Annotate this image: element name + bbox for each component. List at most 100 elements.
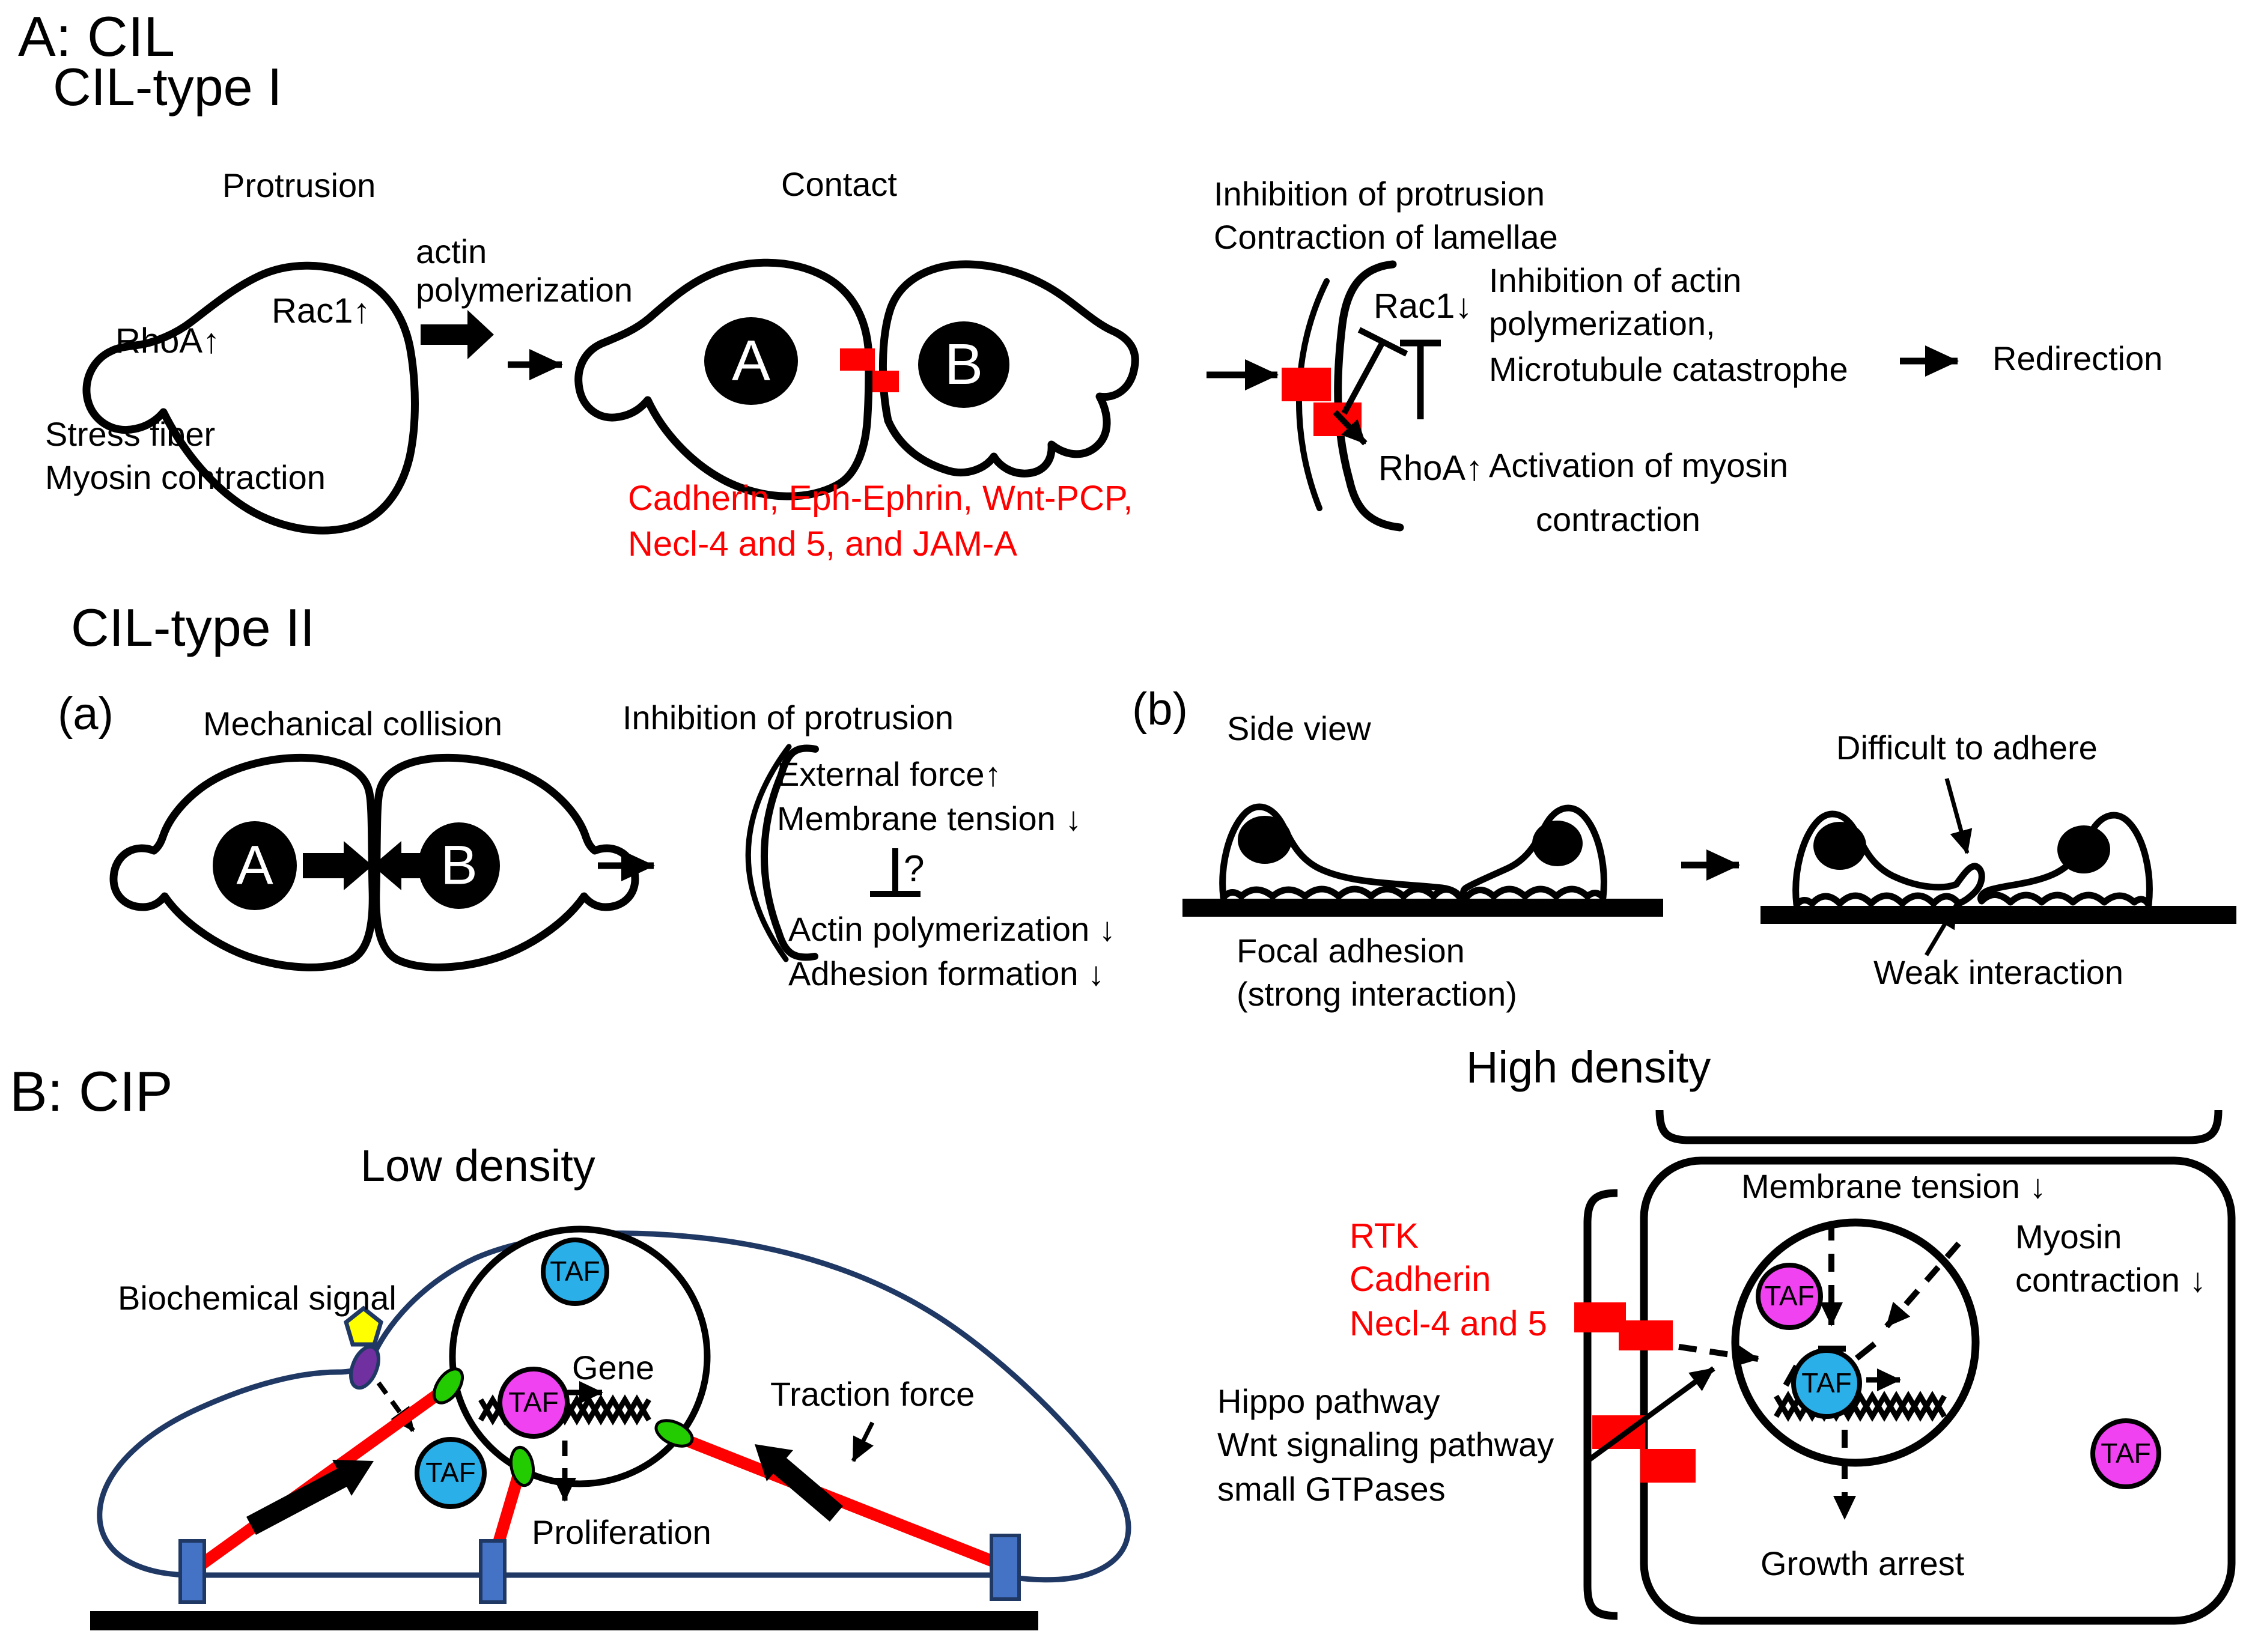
collision-arrow-right-icon [303, 841, 373, 890]
inhibition-protrusion2-label: Inhibition of protrusion [622, 699, 954, 736]
myosin-activation-line1: Activation of myosin [1489, 446, 1788, 484]
substrate-bar [1182, 899, 1663, 917]
membrane-tension-high-label: Membrane tension ↓ [1741, 1167, 2047, 1205]
inhibition-tbar-cap [1357, 327, 1408, 357]
actin-label-line1: actin [416, 232, 487, 270]
junction-red-square [840, 348, 875, 371]
panel-b-title: B: CIP [10, 1060, 173, 1123]
cell-a2-letter: A [236, 834, 273, 896]
necl-label: Necl-4 and 5 [1350, 1304, 1547, 1343]
taf-circle-magenta [498, 1367, 570, 1439]
cell-b2-letter: B [440, 834, 478, 896]
traction-pointer-arrow [851, 1421, 875, 1462]
adhesion-green-icon [509, 1445, 535, 1487]
cell-b-letter: B [944, 332, 984, 397]
side-view-label: Side view [1227, 709, 1371, 747]
receptors-list-line1: Cadherin, Eph-Ephrin, Wnt-PCP, [628, 479, 1133, 518]
gene-label: Gene [572, 1349, 654, 1386]
actin-inhibition-line3: Microtubule catastrophe [1489, 350, 1848, 388]
sideview-nucleus [1813, 822, 1866, 870]
membrane-arc-right [1334, 260, 1404, 532]
growth-arrest-label: Growth arrest [1761, 1544, 1965, 1582]
protrusion-direction-arrow-icon [421, 310, 494, 359]
receptor-dashed-arrow [1678, 1344, 1759, 1367]
junction-red-square [1282, 368, 1331, 401]
taf-label: TAF [508, 1386, 559, 1418]
taf-circle-magenta [2090, 1418, 2161, 1489]
taf-label: TAF [1764, 1280, 1815, 1312]
sideview-nucleus [1532, 821, 1583, 866]
adhesion-green-icon [432, 1367, 464, 1405]
taf-label: TAF [550, 1256, 600, 1287]
ligand-pentagon-icon [343, 1305, 384, 1347]
nucleus-high-density [1731, 1218, 1980, 1467]
rac1-down-label: Rac1↓ [1374, 287, 1473, 326]
membrane-tension2-label: Membrane tension ↓ [777, 800, 1082, 837]
protrusion-label: Protrusion [222, 166, 376, 204]
cell-outline-collision-b [372, 753, 639, 971]
cell-outline-protrusion [82, 261, 419, 535]
weak-pointer-arrow [1924, 903, 1959, 956]
nucleus-a [704, 317, 798, 405]
rhoa-activation-arrow [1333, 410, 1368, 446]
pathways-line3: small GTPases [1217, 1470, 1446, 1508]
junction-red-square [872, 371, 899, 392]
receptor-icon [349, 1344, 380, 1390]
taf-circle-cyan [415, 1437, 487, 1509]
integrin-post-icon [479, 1539, 507, 1604]
actin-label-line2: polymerization [416, 271, 633, 309]
redirection-label: Redirection [1992, 339, 2163, 377]
substrate-bar [1761, 906, 2236, 924]
sub-a-label: (a) [58, 688, 114, 739]
cell-a-letter: A [731, 329, 771, 393]
integrin-post-icon [990, 1534, 1021, 1601]
pathways-line1: Hippo pathway [1217, 1382, 1440, 1420]
substrate-bar [90, 1611, 1038, 1630]
myosin-activation-line2: contraction [1536, 500, 1700, 538]
rhoa-up2-label: RhoA↑ [1378, 449, 1484, 488]
traction-arrow-icon [246, 1460, 374, 1535]
focal-adhesion-line2: (strong interaction) [1237, 975, 1517, 1013]
question-mark-label: ? [904, 848, 925, 890]
difficult-to-adhere-label: Difficult to adhere [1836, 729, 2098, 767]
sub-b-label: (b) [1132, 684, 1188, 735]
outcome-line2: Contraction of lamellae [1214, 218, 1558, 256]
taf-circle-magenta [1756, 1263, 1823, 1330]
actin-inhibition-line2: polymerization, [1489, 305, 1715, 342]
myosin-high-line1: Myosin [2015, 1218, 2122, 1256]
actin-polymerization2-label: Actin polymerization ↓ [788, 910, 1116, 948]
stress-fiber-label: Stress fiber [45, 415, 216, 453]
rac1-up-label: Rac1↑ [272, 291, 371, 330]
sideview-cell-weak [1977, 812, 2153, 908]
rtk-label: RTK [1350, 1216, 1419, 1256]
inhibition-tbar-cap [1783, 1364, 1800, 1387]
external-force-label: External force↑ [777, 755, 1002, 793]
junction-red-square [1574, 1302, 1626, 1332]
focal-adhesion-line1: Focal adhesion [1237, 932, 1465, 970]
brace-arc-outer [745, 744, 792, 962]
integrin-post-icon [178, 1539, 206, 1604]
cadherin-label: Cadherin [1350, 1260, 1491, 1299]
biochemical-signal-label: Biochemical signal [118, 1279, 397, 1317]
adhesion-green-icon [654, 1419, 694, 1448]
inhibition-tbar-cap [1854, 1341, 1877, 1361]
sideview-cell [1460, 804, 1607, 901]
weak-interaction-label: Weak interaction [1873, 953, 2124, 991]
nucleus-b2 [418, 822, 500, 909]
neighbor-membrane-left [1583, 1189, 1618, 1620]
cil-type2-heading: CIL-type II [71, 598, 315, 657]
taf-label: TAF [425, 1457, 476, 1489]
cil-type1-heading: CIL-type I [53, 57, 282, 117]
junction-red-square [1619, 1320, 1673, 1350]
traction-force-label: Traction force [770, 1375, 975, 1413]
taf-label: TAF [2101, 1438, 2151, 1469]
stress-fiber-line [675, 1431, 997, 1568]
mechanical-collision-label: Mechanical collision [203, 705, 503, 742]
myosin-high-line2: contraction ↓ [2015, 1261, 2206, 1299]
junction-red-square [1592, 1415, 1645, 1449]
panel-a-title: A: CIL [18, 5, 175, 68]
outcome-line1: Inhibition of protrusion [1214, 175, 1545, 213]
sideview-nucleus [2057, 825, 2110, 873]
